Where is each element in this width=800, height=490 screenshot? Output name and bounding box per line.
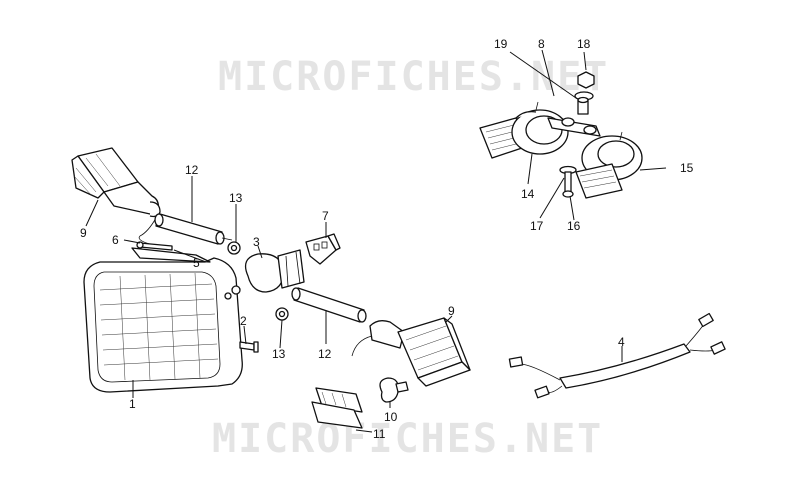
callout-8: 8 [538,37,545,51]
callout-12-lower: 12 [318,347,332,361]
horn-bracket [547,117,601,137]
callout-5: 5 [193,256,200,270]
indicator-left [71,147,161,245]
callout-18: 18 [577,37,591,51]
indicator-right [351,317,471,387]
callout-17: 17 [530,219,544,233]
callout-4: 4 [618,335,625,349]
horn-left [479,101,569,159]
indicator-lens [311,387,363,429]
callout-15: 15 [680,161,694,175]
callout-19: 19 [494,37,508,51]
horn-nut-washer-stack [574,71,595,115]
callout-12-upper: 12 [185,163,199,177]
callout-11: 11 [373,427,386,441]
washer-upper [227,241,241,255]
callout-9-left: 9 [80,226,87,240]
callout-16: 16 [567,219,581,233]
screw-part-2 [239,341,259,353]
horn-bolt [559,165,577,198]
indicator-bulb [379,377,409,403]
headlight-assembly [83,247,243,393]
callout-1: 1 [129,397,136,411]
callout-13-upper: 13 [229,191,243,205]
headlight-bulb [244,249,305,293]
callout-6: 6 [112,233,119,247]
watermark-top: MICROFICHES.NET [218,54,609,100]
callout-9-right: 9 [448,304,455,318]
callout-13-lower: 13 [272,347,286,361]
callout-3: 3 [253,235,260,249]
callout-14: 14 [521,187,535,201]
watermark-bottom: MICROFICHES.NET [212,416,603,462]
callout-7: 7 [322,209,329,223]
spacer-tube-lower [291,287,367,323]
wiring-harness [508,312,726,399]
horn-right [575,131,643,199]
washer-lower [275,307,289,321]
connector [305,233,341,265]
screw-part-6 [136,241,173,251]
leader-lines [85,49,667,433]
callout-10: 10 [384,410,398,424]
callout-2: 2 [240,314,247,328]
spacer-tube-upper [154,213,233,245]
